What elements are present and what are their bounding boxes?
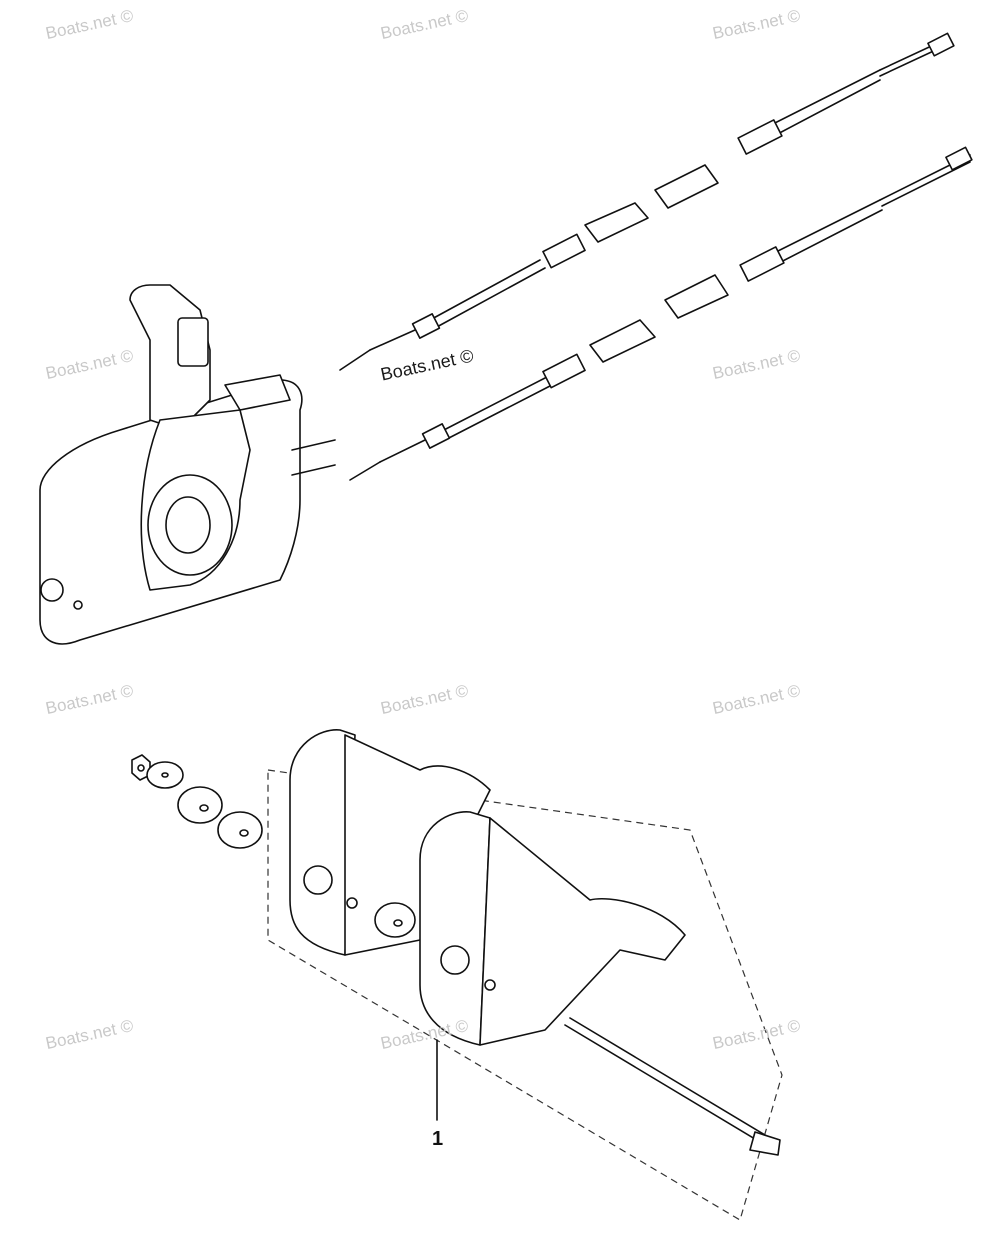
spacer: [217, 811, 263, 849]
spacer: [374, 902, 416, 938]
mounting-bolt: [564, 1017, 781, 1156]
throttle-cable[interactable]: [339, 32, 955, 371]
callout-label: 1: [432, 1128, 444, 1150]
mounting-kit[interactable]: [131, 729, 783, 1221]
remote-control-box[interactable]: [39, 284, 336, 645]
shift-cable[interactable]: [349, 146, 973, 481]
spacer: [177, 786, 223, 824]
washer: [146, 761, 184, 789]
